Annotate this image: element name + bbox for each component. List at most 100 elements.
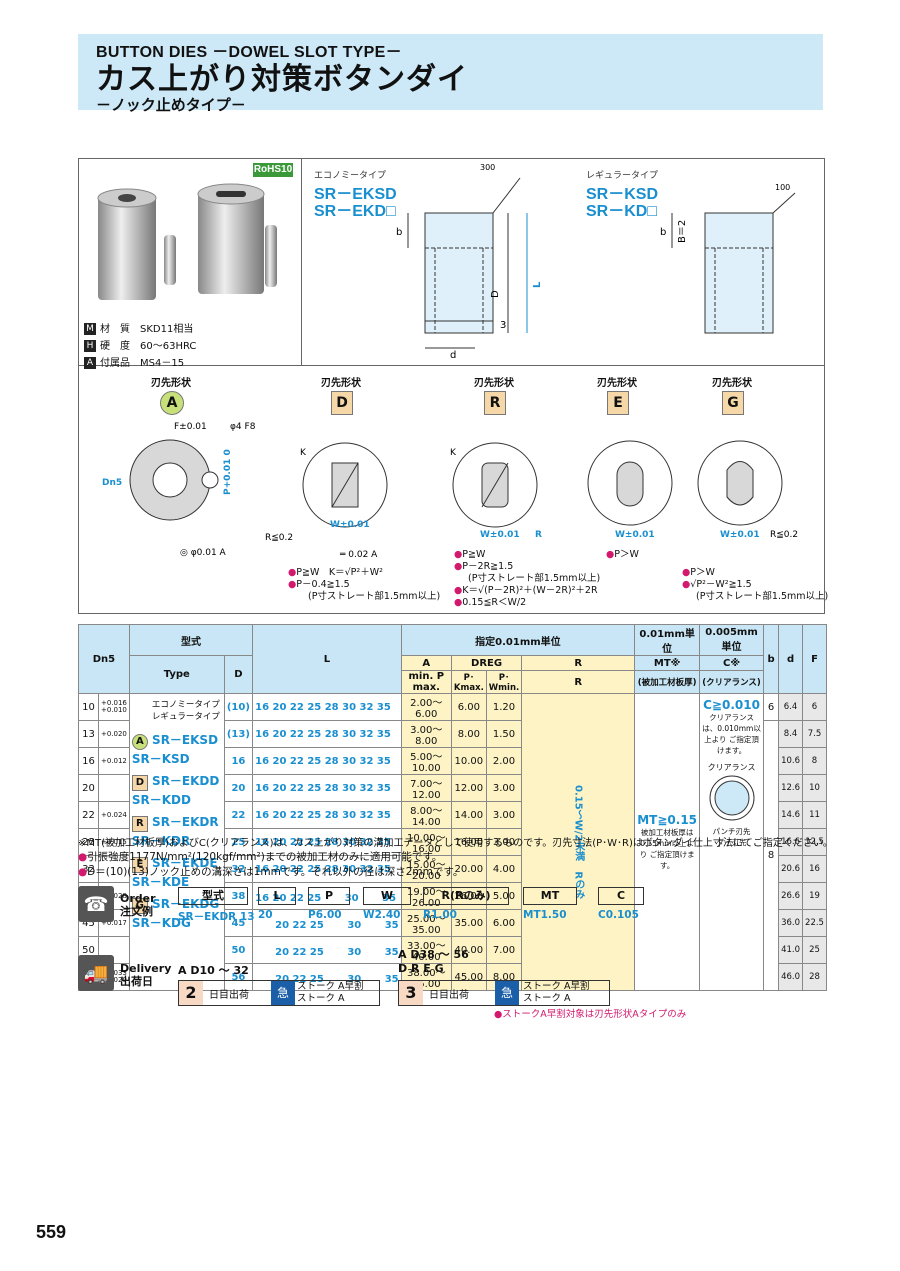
th-type: 型式 — [128, 624, 254, 656]
delivery-note: ●ストークA早割対象は刃先形状Aタイプのみ — [494, 1009, 687, 1020]
type-row: R SR－EKDR SR－KDR — [131, 815, 219, 848]
delivery-g2-label1: A D38 ～ 56 — [398, 948, 469, 961]
th-C: C※ — [699, 655, 765, 671]
shape-letter-E: E — [607, 391, 629, 415]
order-value: P6.00 — [308, 909, 342, 921]
order-value: W2.40 — [363, 909, 401, 921]
th-0005: 0.005mm単位 — [699, 624, 765, 656]
flatness: ◎ φ0.01 A — [180, 548, 227, 558]
radius-G: R≦0.2 — [770, 530, 798, 540]
clearance-diagram — [709, 775, 755, 821]
delivery-g1-label: A D10 ～ 32 — [178, 964, 249, 977]
regular-model-1: SR－KSD — [586, 186, 659, 203]
th-dn5: Dn5 — [78, 624, 130, 694]
type-row: A SR－EKSD SR－KSD — [131, 733, 219, 766]
title-jp: カス上がり対策ボタンダイ — [96, 62, 468, 97]
shape-letter-A: A — [160, 391, 184, 415]
regular-drawing: 100 b B＝2 — [660, 183, 796, 334]
divider — [78, 365, 824, 366]
th-Rr: R — [521, 670, 636, 694]
th-PW: P･Wmin. — [485, 670, 523, 694]
economy-label: エコノミータイプ — [314, 171, 387, 181]
order-field: MT — [523, 887, 577, 905]
phone-icon: ☎ — [78, 886, 114, 922]
delivery-g2-label2: D R E G — [398, 962, 444, 975]
order-value: MT1.50 — [523, 909, 567, 921]
order-field: W — [363, 887, 411, 905]
delivery-g2-box: 3 日目出荷 急 ストーク A早割ストーク A — [398, 980, 610, 1006]
shape-title-R: 刃先形状 — [474, 378, 514, 389]
shape-drawings: F±0.01 φ4 F8 Dn5 P+0.01 0 ◎ φ0.01 A W±0.… — [102, 422, 798, 560]
product-photo — [97, 183, 277, 300]
page-number: 559 — [36, 1222, 67, 1242]
order-value: C0.105 — [598, 909, 639, 921]
order-field: 型式 — [178, 887, 248, 905]
type-row: E SR－EKDE SR－KDE — [131, 856, 218, 889]
dim-D: D — [490, 290, 501, 298]
shape-letter-R: R — [484, 391, 506, 415]
economy-model-2: SR－EKD□ — [314, 203, 396, 220]
shape-letter-G: G — [722, 391, 744, 415]
tol-W-G: W±0.01 — [720, 530, 760, 540]
tol-W-D: W±0.01 — [330, 520, 370, 530]
shape-letter-D: D — [331, 391, 353, 415]
title-en: BUTTON DIES －DOWEL SLOT TYPE－ — [96, 44, 402, 61]
economy-model-1: SR－EKSD — [314, 186, 397, 203]
product-frame — [78, 158, 825, 614]
tol-W-R: W±0.01 — [480, 530, 520, 540]
regular-label: レギュラータイプ — [586, 171, 659, 181]
notes-E: ●P＞W — [606, 549, 639, 560]
tol-Dn5: Dn5 — [102, 478, 122, 488]
radius-D: R≦0.2 — [265, 533, 293, 543]
th-A: A — [400, 655, 452, 671]
th-MT: MT※ — [634, 655, 701, 671]
truck-icon: 🚚 — [78, 955, 114, 991]
type-row: D SR－EKDD SR－KDD — [131, 774, 220, 807]
shape-title-G: 刃先形状 — [712, 378, 752, 389]
tol-W-E: W±0.01 — [615, 530, 655, 540]
dim-b: b — [396, 227, 402, 238]
th-001: 0.01mm単位 — [634, 624, 701, 656]
order-field: C — [598, 887, 644, 905]
k-D: K — [300, 448, 307, 458]
dim-L: L — [532, 281, 543, 288]
th-minP: min. P max. — [400, 670, 452, 694]
divider — [301, 158, 302, 365]
notes-D: ●P≧W K＝√P²＋W² ●P－0.4≧1.5 (P寸ストレート部1.5mm以… — [288, 567, 441, 602]
order-field: L — [258, 887, 296, 905]
th-d: d — [778, 624, 804, 694]
shape-title-E: 刃先形状 — [597, 378, 637, 389]
th-DREG: DREG — [450, 655, 523, 671]
radius-R: R — [535, 530, 542, 540]
angle-100: 100 — [775, 183, 790, 192]
order-value: R1.00 — [423, 909, 457, 921]
dim-b-reg: b — [660, 227, 666, 238]
title-banner: BUTTON DIES －DOWEL SLOT TYPE－ カス上がり対策ボタン… — [78, 34, 823, 114]
th-b: b — [763, 624, 780, 694]
th-MT2: (被加工材板厚) — [634, 670, 701, 694]
delivery-g1-box: 2 日目出荷 急 ストーク A早割ストーク A — [178, 980, 380, 1006]
k-R: K — [450, 448, 457, 458]
economy-drawing: 300 b d 3 D L — [396, 163, 543, 361]
note-2: ●引張強度1177N/mm²(120kgf/mm²)までの被加工材のみに適用可能… — [78, 851, 443, 863]
spec-table: Dn5 型式 L 指定0.01mm単位 0.01mm単位 0.005mm単位 b… — [78, 624, 827, 991]
th-C2: (クリアランス) — [699, 670, 765, 694]
dim-d: d — [450, 350, 456, 361]
tol-F: F±0.01 — [174, 422, 207, 432]
notes-G: ●P＞W ●√P²－W²≧1.5 (P寸ストレート部1.5mm以上) — [682, 567, 829, 602]
th-Rshape: R — [521, 655, 636, 671]
tol-phi: φ4 F8 — [230, 422, 256, 432]
